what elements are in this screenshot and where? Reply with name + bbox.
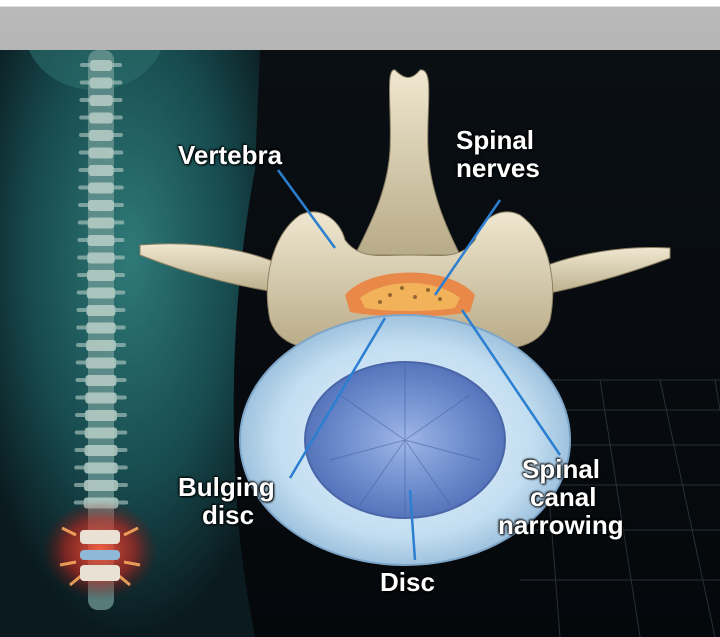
top-gray-bar bbox=[0, 0, 720, 50]
spine-process bbox=[78, 186, 124, 190]
spine-process bbox=[74, 483, 128, 487]
spine-process bbox=[77, 256, 125, 260]
spine-process bbox=[79, 116, 123, 120]
spine-process bbox=[79, 151, 124, 155]
spine-process bbox=[74, 466, 128, 470]
spine-process bbox=[76, 378, 127, 382]
label-disc: Disc bbox=[380, 568, 435, 596]
spine-process bbox=[76, 326, 126, 330]
spine-process bbox=[79, 168, 124, 172]
spine-process bbox=[75, 396, 127, 400]
spine-process bbox=[80, 63, 122, 67]
spine-process bbox=[75, 448, 128, 452]
spine-process bbox=[79, 133, 123, 137]
spine-illustration bbox=[0, 50, 720, 637]
spine-process bbox=[76, 343, 126, 347]
spine-process bbox=[75, 431, 128, 435]
spine-process bbox=[78, 221, 125, 225]
spine-process bbox=[77, 273, 125, 277]
label-vertebra: Vertebra bbox=[178, 141, 282, 169]
spine-process bbox=[77, 291, 126, 295]
spine-process bbox=[77, 308, 126, 312]
label-spinal-nerves: Spinal nerves bbox=[456, 126, 540, 182]
spine-process bbox=[80, 98, 123, 102]
spine-process bbox=[75, 413, 127, 417]
spine-process bbox=[76, 361, 127, 365]
spine-process bbox=[80, 81, 123, 85]
spine-process bbox=[78, 238, 125, 242]
label-bulging-disc: Bulging disc bbox=[178, 473, 275, 529]
spine-process bbox=[78, 203, 124, 207]
label-spinal-canal-narrowing: Spinal canal narrowing bbox=[498, 455, 624, 539]
